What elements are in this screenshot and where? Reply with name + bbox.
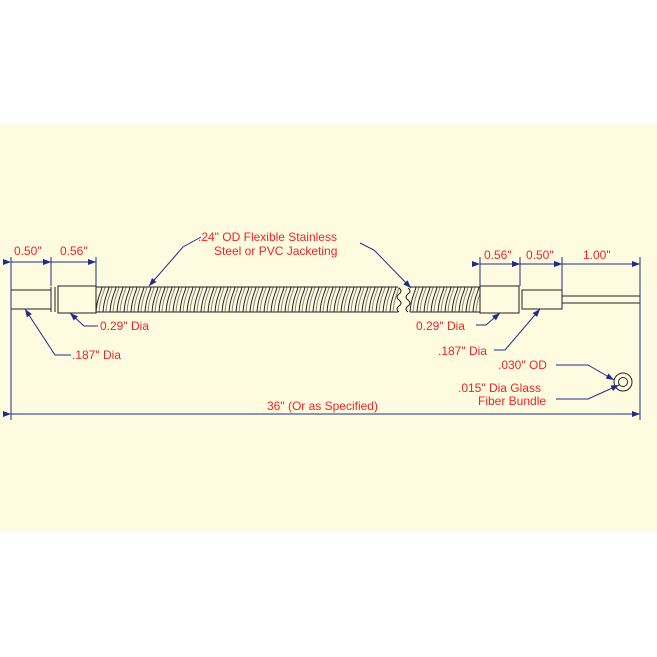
bundle-label-line1: .015" Dia Glass: [458, 381, 541, 395]
left-jacket-coil: [95, 286, 400, 313]
jacket-break: [396, 287, 411, 313]
drawing-panel: [0, 124, 657, 532]
right-tip-dia-label: .187" Dia: [438, 344, 487, 358]
right-diameter-leaders: [476, 308, 541, 351]
left-ferrule: [57, 285, 97, 314]
jacket-callout-line1: .24" OD Flexible Stainless: [198, 230, 337, 244]
jacket-leaders: [148, 236, 412, 289]
right-jacket-coil: [409, 286, 483, 313]
end-view-leaders: [556, 364, 620, 400]
left-ferrule-length-label: 0.56": [60, 244, 88, 258]
right-ferrule-length-label: 0.56": [484, 248, 512, 262]
right-ferrule: [479, 285, 520, 314]
bundle-label-line2: Fiber Bundle: [478, 394, 546, 408]
left-tip-length-label: 0.50": [14, 244, 42, 258]
fiber-length-label: 1.00": [583, 248, 611, 262]
left-ferrule-dia-label: 0.29" Dia: [100, 319, 149, 333]
jacket-callout-line2: Steel or PVC Jacketing: [214, 244, 337, 258]
fiber-end-view-icon: [613, 372, 633, 392]
cable-assembly: [10, 285, 641, 314]
right-tip: [521, 289, 563, 310]
left-tip: [10, 289, 52, 310]
fiber-bundle: [561, 295, 641, 304]
od-label: .030" OD: [498, 358, 547, 372]
right-tip-length-label: 0.50": [526, 248, 554, 262]
right-ferrule-dia-label: 0.29" Dia: [416, 319, 465, 333]
overall-length-label: 36" (Or as Specified): [267, 399, 378, 413]
left-diameter-leaders: [24, 308, 98, 356]
left-tip-dia-label: .187" Dia: [72, 348, 121, 362]
